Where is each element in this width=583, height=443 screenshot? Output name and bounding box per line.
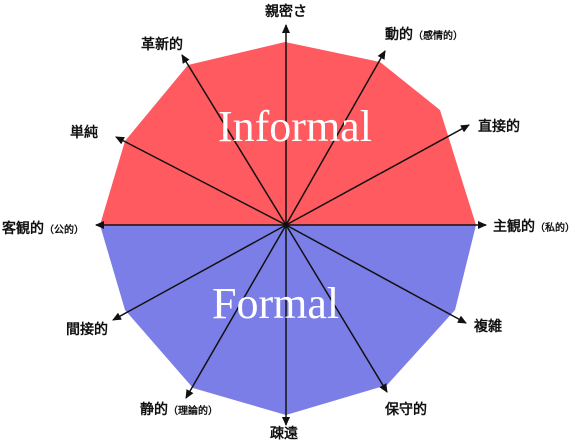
axis-label-closeness: 親密さ	[265, 3, 307, 20]
axis-arrow-conservative	[285, 224, 388, 393]
axis-label-innovative: 革新的	[141, 36, 183, 53]
axis-label-conservative: 保守的	[384, 401, 427, 418]
informal-label: Informal	[218, 102, 372, 151]
axis-arrow-dynamic	[285, 50, 386, 226]
axis-arrow-static	[185, 224, 287, 399]
axis-label-simple: 単純	[70, 124, 98, 141]
formal-region	[100, 225, 476, 415]
axis-label-dynamic: 動的（感情的）	[385, 26, 463, 43]
axis-label-complex: 複雑	[473, 318, 502, 335]
axis-arrow-simple	[115, 136, 287, 226]
axis-label-objective: 客観的（公的）	[1, 220, 84, 237]
axis-label-distant: 疎遠	[270, 425, 298, 442]
axis-arrow-complex	[285, 224, 467, 324]
axis-arrow-direct	[285, 124, 470, 226]
axis-label-direct: 直接的	[478, 118, 520, 135]
axis-arrow-indirect	[112, 224, 287, 321]
informal-region	[100, 42, 476, 225]
axis-label-indirect: 間接的	[66, 321, 108, 338]
axis-arrow-innovative	[181, 54, 287, 226]
axis-label-subjective: 主観的（私的）	[493, 218, 575, 235]
formal-label: Formal	[212, 279, 339, 328]
axis-lines	[95, 24, 487, 426]
axis-label-static: 静的（理論的）	[140, 401, 218, 418]
